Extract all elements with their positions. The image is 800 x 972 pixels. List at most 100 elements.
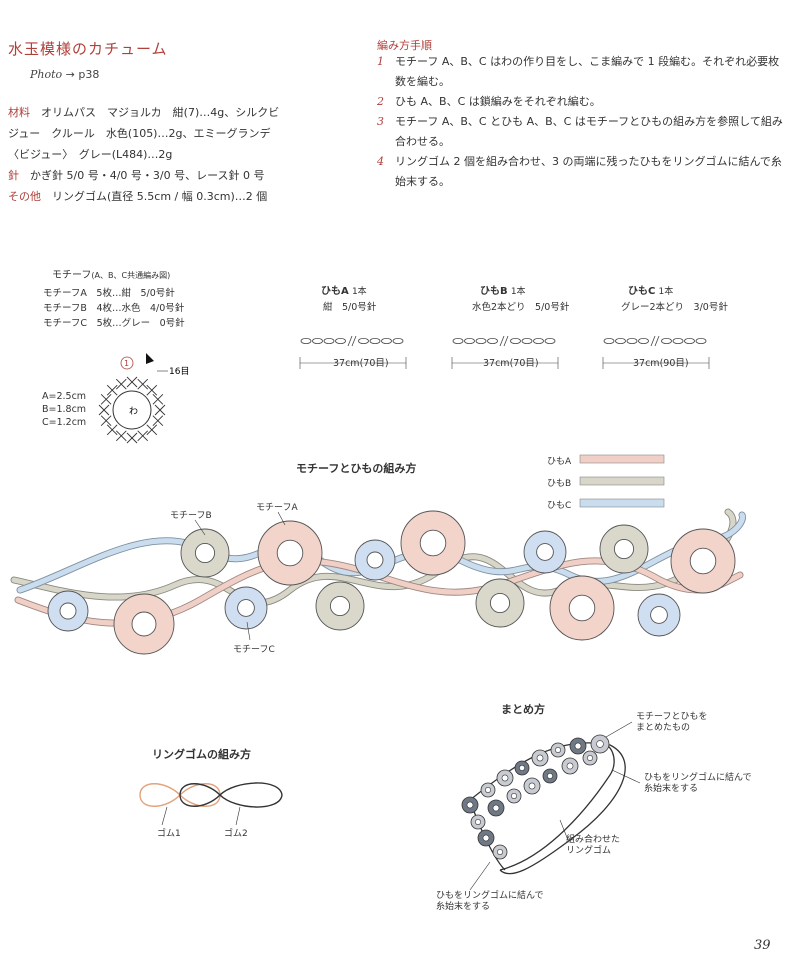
cord-c-heading: ひもC 1本 [628, 286, 674, 297]
finish-motif-hole [547, 773, 553, 779]
finish-motif-hole [519, 765, 525, 771]
motif-list: モチーフA 5枚…紺 5/0号針 モチーフB 4枚…水色 4/0号針 モチーフC… [43, 286, 185, 331]
cord-b-heading: ひもB 1本 [480, 286, 526, 297]
finish-motif-hole [492, 804, 500, 812]
legend-bar-a [579, 454, 665, 464]
break-mark [650, 335, 660, 347]
finish-motif-hole [536, 754, 544, 762]
gum2-label: ゴム2 [224, 829, 248, 839]
break-mark [347, 335, 357, 347]
needle-label: 針 [8, 169, 19, 182]
finish-motif-hole [497, 849, 503, 855]
finish-motif-hole [566, 762, 574, 770]
motif-hole [329, 595, 351, 617]
cord-chains [299, 335, 710, 369]
chain-stitch [638, 337, 649, 344]
start-arrow-icon [146, 353, 154, 364]
cord-a-spec: 紺 5/0号針 [323, 302, 377, 313]
motif-hole [650, 606, 668, 624]
finish-title: まとめ方 [501, 703, 545, 716]
motif-hole [568, 594, 596, 622]
finish-motif-hole [528, 782, 536, 790]
stitch-x [106, 384, 118, 396]
finish-callout-tie-right: ひもをリングゴムに結んで 糸始末をする [644, 773, 752, 794]
cord-a-chain [300, 335, 404, 347]
stitch-marks [98, 376, 166, 444]
materials-text: オリムパス マジョルカ 紺(7)…4g、シルクビジュー クルール 水色(105)… [8, 106, 280, 161]
chain-stitch [672, 337, 684, 344]
finish-callout-bundle: モチーフとひもを まとめたもの [636, 712, 708, 733]
stitch-x [154, 404, 166, 416]
cord-b-spec: 水色2本どり 5/0号針 [472, 302, 570, 313]
motif-hole [689, 547, 717, 575]
finish-motif-hole [501, 774, 509, 782]
label-motif-c: モチーフC [233, 645, 275, 655]
photo-label: Photo [30, 68, 63, 81]
motif-hole [194, 542, 216, 564]
stitch-x [115, 378, 127, 390]
motif-dimensions: A=2.5cm B=1.8cm C=1.2cm [42, 391, 87, 428]
photo-reference: Photo → p38 [30, 68, 99, 81]
stitch-x [100, 393, 112, 405]
finish-diagram [461, 721, 641, 891]
stitch-x [100, 415, 112, 427]
gum1-label: ゴム1 [157, 829, 181, 839]
finish-motif-hole [485, 787, 491, 793]
finish-motif-hole [511, 793, 517, 799]
chain-stitch [521, 337, 533, 344]
legend-bar-c [579, 498, 665, 508]
motif-chart: わ 1 16目 [98, 353, 189, 444]
motif-row: モチーフC 5枚…グレー 0号針 [43, 318, 185, 329]
cord-c-length: 37cm(90目) [631, 355, 691, 369]
other-text: リングゴム(直径 5.5cm / 幅 0.3cm)…2 個 [52, 190, 268, 203]
motif-hole [237, 599, 255, 617]
cord-b-chain [452, 335, 556, 347]
chain-stitch [452, 337, 464, 344]
motif-heading: モチーフ(A、B、C共通編み図) [52, 270, 171, 281]
materials-label: 材料 [8, 106, 30, 119]
stitch-x [152, 415, 164, 427]
chain-stitch [603, 337, 615, 344]
stitch-x [115, 430, 127, 442]
motif-hole [59, 602, 77, 620]
stitch-x [126, 376, 138, 388]
label-motif-b: モチーフB [170, 511, 212, 521]
page-number: 39 [754, 938, 771, 953]
chain-stitch [381, 337, 392, 344]
finish-motif-hole [482, 834, 490, 842]
photo-page: p38 [78, 68, 100, 81]
cord-b-length: 37cm(70目) [481, 355, 541, 369]
motif-hole [489, 592, 511, 614]
chain-stitch [684, 337, 695, 344]
finish-motif-hole [466, 801, 474, 809]
chain-stitch [335, 337, 346, 344]
chain-stitch [695, 337, 707, 344]
legend-cord-c: ひもC [547, 501, 572, 511]
chain-stitch [487, 337, 498, 344]
assembly-motifs [47, 510, 736, 655]
stitch-x [126, 432, 138, 444]
finish-motif-hole [555, 747, 561, 753]
chain-stitch [475, 337, 487, 344]
stitch-count: 16目 [169, 366, 189, 377]
round-label: 1 [124, 359, 129, 368]
stitch-x [137, 430, 149, 442]
chain-stitch [464, 337, 475, 344]
stitch-x [146, 384, 158, 396]
motif-hole [536, 543, 554, 561]
motif-row: モチーフB 4枚…水色 4/0号針 [43, 303, 185, 314]
chain-stitch [544, 337, 556, 344]
break-mark [499, 335, 509, 347]
other-label: その他 [8, 190, 41, 203]
chain-stitch [615, 337, 626, 344]
chain-stitch [300, 337, 312, 344]
finish-motif-hole [587, 755, 593, 761]
motif-hole [613, 538, 635, 560]
materials-block: 材料 オリムパス マジョルカ 紺(7)…4g、シルクビジュー クルール 水色(1… [8, 102, 283, 207]
motif-row: モチーフA 5枚…紺 5/0号針 [43, 288, 175, 299]
chain-stitch [533, 337, 544, 344]
motif-hole [131, 611, 157, 637]
ring-gum-title: リングゴムの組み方 [152, 748, 251, 761]
